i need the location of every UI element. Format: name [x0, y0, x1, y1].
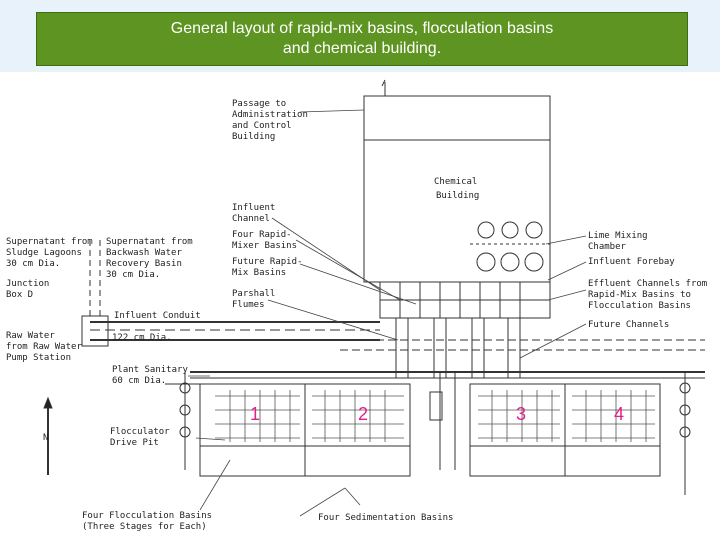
label-effluent-3: Flocculation Basins: [588, 301, 691, 311]
label-four-floc-1: Four Flocculation Basins: [82, 511, 212, 521]
parshall-flume: [471, 317, 485, 379]
label-north: N: [43, 433, 48, 443]
label-super-backwash-3: Recovery Basin: [106, 259, 182, 269]
chemical-tank: [501, 221, 519, 239]
title-line-1: General layout of rapid-mix basins, floc…: [170, 20, 554, 37]
label-effluent-2: Rapid-Mix Basins to: [588, 290, 691, 300]
label-super-backwash-1: Supernatant from: [106, 237, 193, 247]
label-chemical-2: Building: [436, 191, 479, 201]
label-parshall-1: Parshall: [232, 289, 275, 299]
label-influent-channel-2: Channel: [232, 214, 270, 224]
label-chemical-1: Chemical: [434, 177, 477, 187]
label-conduit-dia: 122 cm Dia.: [112, 333, 172, 343]
label-super-sludge-2: Sludge Lagoons: [6, 248, 82, 258]
label-parshall-2: Flumes: [232, 300, 265, 310]
label-four-rapid-1: Four Rapid-: [232, 230, 292, 240]
title-line-2: and chemical building.: [282, 40, 442, 57]
chemical-tank: [477, 221, 495, 239]
label-super-sludge-1: Supernatant from: [6, 237, 93, 247]
label-flocculator-2: Drive Pit: [110, 438, 159, 448]
label-future-rapid-2: Mix Basins: [232, 268, 286, 278]
label-lime-2: Chamber: [588, 242, 627, 252]
label-influent-channel-1: Influent: [232, 203, 275, 213]
chemical-tank: [476, 252, 496, 272]
north-arrow-head: [43, 396, 53, 409]
basin-number-2: 2: [358, 404, 368, 424]
label-super-backwash-2: Backwash Water: [106, 248, 182, 258]
label-influent-conduit: Influent Conduit: [114, 311, 201, 321]
parshall-flume: [395, 317, 409, 379]
title-banner: General layout of rapid-mix basins, floc…: [36, 12, 688, 66]
label-plant-sanitary-1: Plant Sanitary: [112, 365, 188, 375]
label-passage-4: Building: [232, 132, 275, 142]
parshall-flume: [433, 317, 447, 379]
label-junction-2: Box D: [6, 290, 33, 300]
label-four-sed: Four Sedimentation Basins: [318, 513, 453, 523]
label-passage-1: Passage to: [232, 99, 286, 109]
label-raw-water-1: Raw Water: [6, 331, 55, 341]
label-raw-water-3: Pump Station: [6, 353, 71, 363]
basin-number-4: 4: [614, 404, 624, 424]
parshall-flume: [507, 317, 521, 379]
label-plant-sanitary-2: 60 cm Dia.: [112, 376, 166, 386]
label-raw-water-2: from Raw Water: [6, 342, 82, 352]
label-junction-1: Junction: [6, 279, 49, 289]
label-influent-forebay: Influent Forebay: [588, 257, 675, 267]
label-passage-3: and Control: [232, 121, 292, 131]
label-future-rapid-1: Future Rapid-: [232, 257, 302, 267]
label-passage-2: Administration: [232, 110, 308, 120]
label-four-floc-2: (Three Stages for Each): [82, 522, 207, 532]
label-future-channels: Future Channels: [588, 320, 669, 330]
label-super-sludge-3: 30 cm Dia.: [6, 259, 60, 269]
junction-box: [81, 315, 109, 347]
label-effluent-1: Effluent Channels from: [588, 279, 707, 289]
label-flocculator-1: Flocculator: [110, 427, 170, 437]
label-lime-1: Lime Mixing: [588, 231, 648, 241]
label-super-backwash-4: 30 cm Dia.: [106, 270, 160, 280]
basin-number-1: 1: [250, 404, 260, 424]
diagram-title: General layout of rapid-mix basins, floc…: [82, 19, 642, 59]
label-four-rapid-2: Mixer Basins: [232, 241, 297, 251]
basin-number-3: 3: [516, 404, 526, 424]
chemical-tank: [525, 221, 543, 239]
central-pipe-gallery: [429, 391, 443, 421]
chemical-tank: [500, 252, 520, 272]
chemical-building: [363, 95, 551, 283]
chemical-tank: [524, 252, 544, 272]
